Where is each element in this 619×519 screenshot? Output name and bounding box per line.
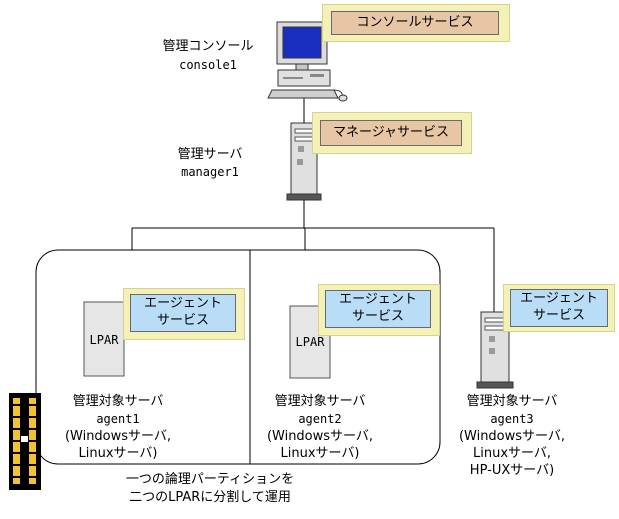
lpar-label-2: LPAR (295, 335, 325, 349)
partition-note-line2: 二つのLPARに分割して運用 (129, 490, 291, 505)
manager-host: manager1 (181, 165, 239, 179)
agent2-os-line1: (Windowsサーバ, (266, 429, 374, 444)
agent1-service-line1: エージェント (144, 296, 222, 311)
agent3-service-line2: サービス (532, 308, 585, 323)
agent2-service-label: エージェント サービス (325, 290, 431, 328)
agent2-service-line2: サービス (351, 309, 404, 324)
agent2-host: agent2 (298, 412, 342, 426)
agent3-service-label: エージェント サービス (510, 289, 608, 327)
agent2-service-line1: エージェント (339, 292, 417, 307)
agent1-service-callout: エージェント サービス (123, 288, 245, 340)
manager-title: 管理サーバ (177, 147, 243, 162)
agent2-service-callout: エージェント サービス (318, 284, 440, 336)
logical-partition-box (35, 249, 441, 465)
rack-server-icon (9, 393, 41, 490)
tower-server-icon (286, 122, 322, 201)
partition-note-line1: 一つの論理パーティションを (125, 472, 295, 487)
agent1-host: agent1 (96, 412, 140, 426)
agent1-os-line2: Linuxサーバ) (78, 446, 158, 461)
agent1-title: 管理対象サーバ (72, 394, 164, 409)
agent3-service-callout: エージェント サービス (503, 284, 615, 332)
desktop-computer-icon (267, 21, 348, 102)
manager-service-callout: マネージャサービス (312, 112, 472, 154)
agent1-service-label: エージェント サービス (130, 294, 236, 332)
console-title: 管理コンソール (162, 39, 254, 54)
agent3-host: agent3 (490, 412, 534, 426)
lpar-label-1: LPAR (89, 333, 119, 347)
agent3-service-line1: エージェント (520, 291, 598, 306)
agent3-os-line1: (Windowsサーバ, (458, 429, 566, 444)
agent3-os-line2: Linuxサーバ, (472, 446, 552, 461)
agent1-os-line1: (Windowsサーバ, (64, 429, 172, 444)
lpar-box-1 (83, 301, 125, 377)
agent1-service-line2: サービス (156, 313, 209, 328)
agent3-os-line3: HP-UXサーバ) (469, 463, 555, 478)
agent2-title: 管理対象サーバ (274, 394, 366, 409)
agent3-title: 管理対象サーバ (466, 394, 558, 409)
console-service-label: コンソールサービス (331, 11, 499, 35)
console-service-callout: コンソールサービス (322, 4, 510, 42)
console-host: console1 (179, 58, 237, 72)
manager-service-label: マネージャサービス (320, 120, 462, 146)
agent2-os-line2: Linuxサーバ) (280, 446, 360, 461)
